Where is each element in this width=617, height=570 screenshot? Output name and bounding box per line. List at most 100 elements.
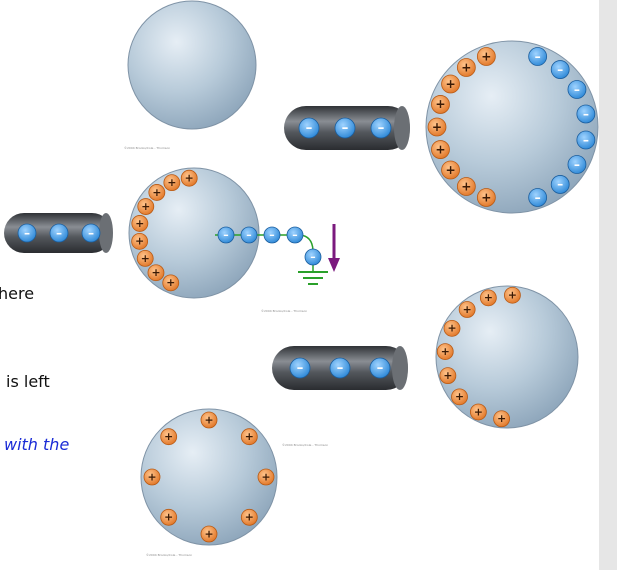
positive-charge-icon: + [257, 468, 275, 486]
partial-text-is-left: is left [6, 372, 50, 391]
negative-charge-icon: – [289, 357, 311, 379]
svg-text:+: + [441, 345, 450, 358]
negative-charge-icon: – [550, 60, 570, 79]
svg-text:–: – [297, 360, 304, 376]
electron-flow-arrow [328, 224, 340, 272]
partial-text-here: here [0, 284, 35, 303]
negative-charge-icon: – [286, 226, 304, 244]
positive-charge-icon: + [143, 468, 161, 486]
svg-text:+: + [141, 200, 150, 213]
positive-charge-icon: + [431, 95, 450, 114]
svg-text:–: – [223, 228, 228, 241]
svg-text:+: + [204, 413, 213, 426]
svg-text:–: – [377, 360, 384, 376]
negative-charge-icon: – [528, 47, 548, 66]
svg-text:+: + [135, 217, 144, 230]
negative-charge-icon: – [567, 155, 587, 174]
ground-wire: ––––– [215, 226, 328, 285]
svg-text:+: + [445, 77, 455, 91]
svg-text:+: + [261, 470, 270, 483]
svg-text:+: + [461, 60, 471, 74]
polarized-sphere: +++++++++–––––––– [425, 40, 599, 214]
positive-charge-icon: + [441, 160, 460, 180]
svg-text:+: + [463, 303, 472, 316]
positive-charge-icon: + [476, 47, 496, 66]
svg-text:–: – [535, 49, 541, 63]
positive-charge-icon: + [493, 410, 510, 428]
negative-charge-icon: – [304, 248, 322, 266]
svg-text:–: – [557, 62, 563, 76]
positive-charge-icon: + [469, 403, 487, 421]
positive-charge-icon: + [200, 525, 218, 543]
positive-charge-icon: + [136, 249, 154, 267]
svg-text:+: + [164, 511, 173, 524]
negative-charge-icon: – [550, 175, 570, 194]
positive-charge-icon: + [148, 184, 166, 201]
svg-text:–: – [306, 120, 313, 136]
positive-charge-icon: + [162, 274, 180, 292]
positive-charge-icon: + [458, 301, 476, 318]
svg-text:+: + [147, 470, 156, 483]
negative-charge-icon: – [298, 117, 320, 139]
positive-charge-icon: + [476, 188, 496, 207]
svg-text:–: – [269, 228, 274, 241]
positive-charge-icon: + [131, 215, 149, 232]
positive-charge-icon: + [240, 428, 258, 446]
svg-text:+: + [461, 179, 471, 193]
negative-charge-icon: – [17, 223, 37, 243]
svg-text:+: + [435, 97, 445, 111]
negative-charge-icon: – [49, 223, 69, 243]
positive-charge-icon: + [147, 264, 165, 282]
charged-rod-top: ––– [284, 106, 410, 150]
positive-charge-icon: + [456, 58, 476, 77]
charged-rod-bottom: ––– [272, 346, 408, 390]
positive-charge-icon: + [431, 140, 450, 159]
svg-text:+: + [245, 511, 254, 524]
svg-text:+: + [447, 322, 456, 335]
positive-charge-icon: + [443, 319, 461, 337]
negative-charge-icon: – [81, 223, 101, 243]
credit-label-3: ©2004 Brooks/Cole - Thomson [282, 443, 328, 447]
svg-text:+: + [167, 176, 176, 189]
positive-charge-icon: + [160, 428, 178, 446]
svg-text:–: – [342, 120, 349, 136]
svg-text:–: – [56, 226, 62, 240]
svg-text:+: + [141, 252, 150, 265]
credit-label-1: ©2004 Brooks/Cole - Thomson [124, 146, 170, 150]
negative-charge-icon: – [370, 117, 392, 139]
svg-text:–: – [574, 157, 580, 171]
positive-charge-icon: + [504, 286, 521, 304]
svg-text:+: + [508, 289, 517, 302]
grounded-sphere: +++++++++ [128, 167, 260, 299]
negative-charge-icon: – [334, 117, 356, 139]
svg-text:+: + [481, 49, 491, 63]
positive-charge-icon: + [200, 411, 218, 429]
negative-charge-icon: – [329, 357, 351, 379]
svg-text:–: – [292, 228, 297, 241]
positive-charge-icon: + [436, 343, 454, 360]
svg-text:+: + [135, 235, 144, 248]
negative-charge-icon: – [369, 357, 391, 379]
svg-text:+: + [164, 430, 173, 443]
svg-text:–: – [574, 82, 580, 96]
svg-text:+: + [445, 163, 455, 177]
charged-sphere-rod-near: +++++++++ [435, 285, 579, 429]
positive-charge-icon: + [427, 117, 447, 137]
svg-text:+: + [484, 291, 493, 304]
svg-text:–: – [583, 133, 589, 147]
svg-text:–: – [378, 120, 385, 136]
partial-text-with-the: with the [4, 435, 70, 454]
svg-text:+: + [435, 142, 445, 156]
svg-text:–: – [557, 177, 563, 191]
vertical-scrollbar-track[interactable] [599, 0, 617, 570]
svg-text:–: – [246, 228, 251, 241]
svg-text:+: + [204, 527, 213, 540]
positive-charge-icon: + [451, 388, 468, 406]
svg-text:+: + [455, 390, 464, 403]
svg-text:+: + [432, 120, 442, 134]
positive-charge-icon: + [131, 232, 149, 250]
credit-label-2: ©2004 Brooks/Cole - Thomson [261, 309, 307, 313]
svg-text:+: + [152, 186, 161, 199]
positive-charge-icon: + [180, 169, 198, 187]
